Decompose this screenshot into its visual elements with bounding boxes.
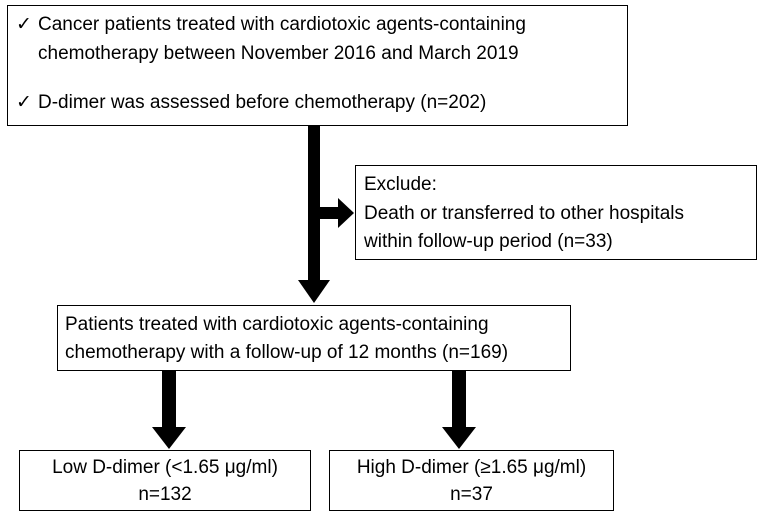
low-d-dimer-label: Low D-dimer (<1.65 μg/ml) xyxy=(52,457,278,478)
cohort-line-2: chemotherapy with a follow-up of 12 mont… xyxy=(65,342,509,363)
arrow-shaft-exclude xyxy=(314,207,340,219)
exclusion-heading: Exclude: xyxy=(364,174,437,195)
high-d-dimer-label: High D-dimer (≥1.65 μg/ml) xyxy=(356,457,587,478)
low-d-dimer-count: n=132 xyxy=(138,484,192,505)
arrow-head-main xyxy=(298,280,330,303)
arrow-head-low xyxy=(152,427,186,449)
arrow-head-high xyxy=(442,427,476,449)
high-d-dimer-box: High D-dimer (≥1.65 μg/ml) n=37 xyxy=(329,450,614,511)
follow-up-cohort-box: Patients treated with cardiotoxic agents… xyxy=(57,305,571,371)
exclusion-line-1: Death or transferred to other hospitals xyxy=(364,203,685,224)
arrow-shaft-high xyxy=(452,370,466,427)
criterion-1-text-2: chemotherapy between November 2016 and M… xyxy=(38,43,519,64)
criterion-2-text: D-dimer was assessed before chemotherapy… xyxy=(38,92,487,113)
criterion-1-line-2: chemotherapy between November 2016 and M… xyxy=(38,43,519,65)
cohort-line-1: Patients treated with cardiotoxic agents… xyxy=(65,314,489,335)
high-d-dimer-count: n=37 xyxy=(450,484,493,505)
arrow-shaft-low xyxy=(162,370,176,427)
checkmark-icon: ✓ xyxy=(16,14,32,35)
criterion-2-line: ✓ D-dimer was assessed before chemotherap… xyxy=(16,92,486,114)
criterion-1-text-1: Cancer patients treated with cardiotoxic… xyxy=(38,14,526,35)
criterion-1-line-1: ✓ Cancer patients treated with cardiotoxi… xyxy=(16,14,526,36)
arrow-head-exclude xyxy=(338,198,354,228)
low-d-dimer-box: Low D-dimer (<1.65 μg/ml) n=132 xyxy=(19,450,311,511)
checkmark-icon: ✓ xyxy=(16,92,32,113)
exclusion-line-2: within follow-up period (n=33) xyxy=(364,231,613,252)
inclusion-criteria-box: ✓ Cancer patients treated with cardiotoxi… xyxy=(7,5,628,126)
arrow-shaft-main xyxy=(308,125,320,280)
exclusion-box: Exclude: Death or transferred to other h… xyxy=(355,165,757,260)
